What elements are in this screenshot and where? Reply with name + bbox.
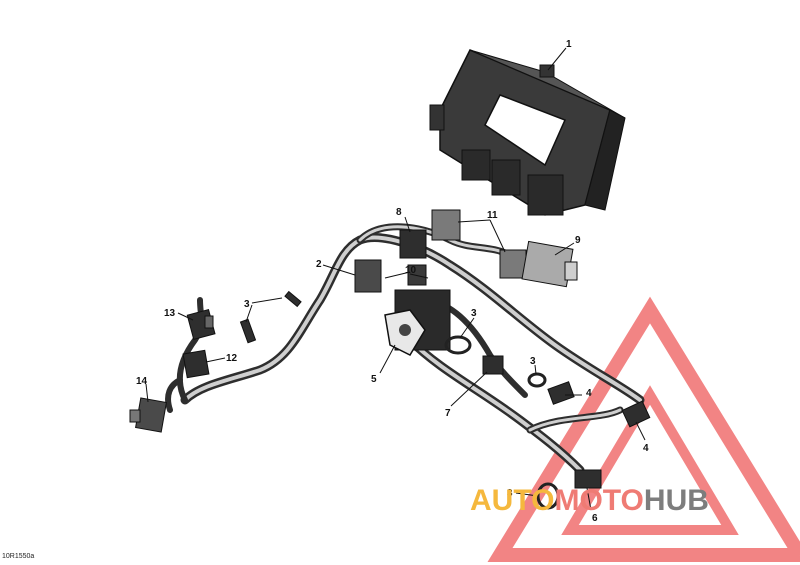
callout-4b: 4 xyxy=(643,443,649,454)
callout-7: 7 xyxy=(445,408,451,419)
connector-6 xyxy=(574,469,602,489)
callout-1: 1 xyxy=(566,39,572,50)
callout-3a: 3 xyxy=(244,299,250,310)
callout-8: 8 xyxy=(396,207,402,218)
callout-3c: 3 xyxy=(530,356,536,367)
watermark-part-hub: HUB xyxy=(643,484,709,517)
bolt-3-left xyxy=(239,290,302,344)
ecm-module xyxy=(429,49,626,216)
callout-10: 10 xyxy=(405,265,417,276)
connector-13 xyxy=(186,308,216,341)
sensor-4 xyxy=(547,381,651,428)
callout-3b: 3 xyxy=(471,308,477,319)
watermark-logo: AUTOMOTOHUB xyxy=(470,484,709,518)
watermark-part-moto: MOTO xyxy=(554,484,644,517)
callout-4a: 4 xyxy=(586,388,592,399)
drawing-code: 10R1550a xyxy=(2,553,35,560)
callout-2: 2 xyxy=(316,259,322,270)
connector-7 xyxy=(482,355,504,375)
callout-13: 13 xyxy=(164,308,176,319)
callout-labels: 1 2 3 3 3 3 4 4 5 6 7 8 9 10 11 12 13 14 xyxy=(136,39,649,524)
leader-lines xyxy=(145,47,646,511)
connector-12 xyxy=(182,349,210,379)
callout-14: 14 xyxy=(136,376,148,387)
callout-6: 6 xyxy=(592,513,598,524)
connector-8 xyxy=(399,229,427,259)
callout-5: 5 xyxy=(371,374,377,385)
callout-9: 9 xyxy=(575,235,581,246)
connector-10 xyxy=(354,259,427,293)
sensor-9 xyxy=(521,240,578,288)
watermark-part-auto: AUTO xyxy=(470,484,555,517)
connector-14 xyxy=(129,397,167,433)
throttle-sensor-5 xyxy=(384,289,451,356)
callout-3d: 3 xyxy=(507,488,513,499)
callout-12: 12 xyxy=(226,353,238,364)
watermark-triangle-icon xyxy=(487,296,800,562)
callout-11: 11 xyxy=(487,210,498,221)
